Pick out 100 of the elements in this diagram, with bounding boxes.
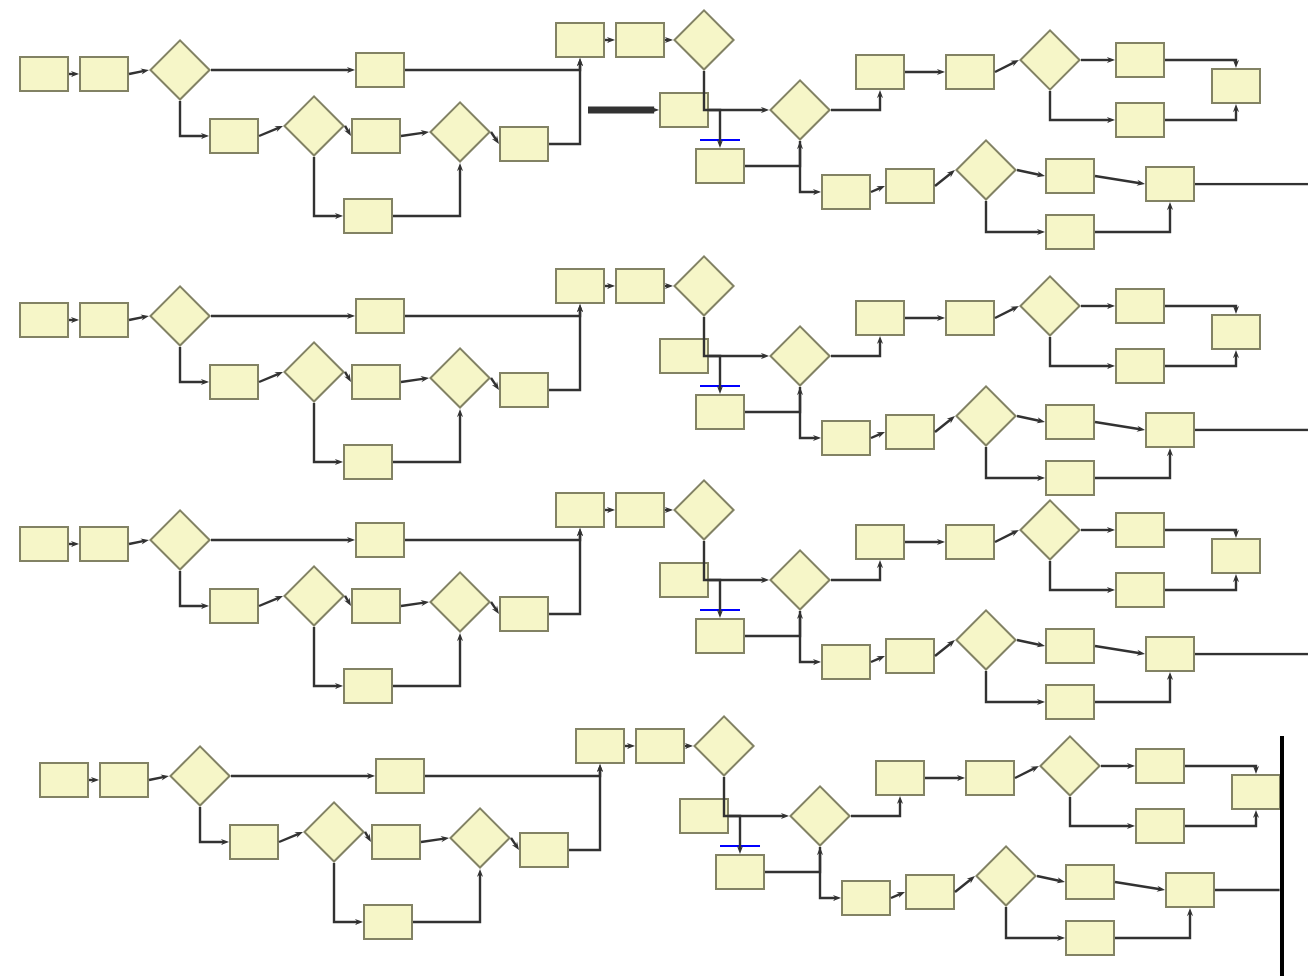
connector xyxy=(934,416,955,433)
process-box xyxy=(343,444,393,480)
process-box xyxy=(885,414,935,450)
process-box xyxy=(659,92,709,128)
process-box xyxy=(1115,288,1165,324)
decision-diamond xyxy=(449,807,511,869)
decision-diamond xyxy=(673,479,735,541)
decision-diamond xyxy=(429,571,491,633)
process-box xyxy=(79,526,129,562)
connector xyxy=(490,131,499,144)
process-box xyxy=(715,854,765,890)
process-box xyxy=(1045,684,1095,720)
connector xyxy=(1195,182,1308,186)
process-box xyxy=(375,758,425,794)
decision-diamond xyxy=(429,347,491,409)
process-box xyxy=(1115,572,1165,608)
decision-diamond xyxy=(769,79,831,141)
process-box xyxy=(1135,808,1185,844)
process-box xyxy=(499,372,549,408)
process-box xyxy=(355,52,405,88)
process-box xyxy=(1211,538,1261,574)
process-box xyxy=(885,168,935,204)
process-box xyxy=(695,148,745,184)
decision-diamond xyxy=(303,801,365,863)
process-box xyxy=(371,824,421,860)
process-box xyxy=(855,524,905,560)
decision-diamond xyxy=(673,255,735,317)
process-box xyxy=(19,302,69,338)
process-box xyxy=(575,728,625,764)
decision-diamond xyxy=(955,609,1017,671)
process-box xyxy=(1115,42,1165,78)
decision-diamond xyxy=(1039,735,1101,797)
process-box xyxy=(1231,774,1281,810)
process-box xyxy=(355,522,405,558)
process-box xyxy=(875,760,925,796)
connector xyxy=(1195,652,1308,656)
process-box xyxy=(945,524,995,560)
decision-diamond xyxy=(429,101,491,163)
process-box xyxy=(855,300,905,336)
process-box xyxy=(555,268,605,304)
process-box xyxy=(555,492,605,528)
process-box xyxy=(659,562,709,598)
process-box xyxy=(79,56,129,92)
process-box xyxy=(615,268,665,304)
process-box xyxy=(855,54,905,90)
process-box xyxy=(209,364,259,400)
process-box xyxy=(1165,872,1215,908)
process-box xyxy=(229,824,279,860)
process-box xyxy=(1045,404,1095,440)
process-box xyxy=(821,644,871,680)
decision-diamond xyxy=(149,509,211,571)
process-box xyxy=(351,364,401,400)
process-box xyxy=(821,174,871,210)
process-box xyxy=(1211,314,1261,350)
process-box xyxy=(885,638,935,674)
process-box xyxy=(1045,628,1095,664)
process-box xyxy=(499,126,549,162)
connector xyxy=(490,377,499,390)
process-box xyxy=(209,118,259,154)
decision-diamond xyxy=(283,565,345,627)
decision-diamond xyxy=(149,285,211,347)
process-box xyxy=(1045,158,1095,194)
decision-diamond xyxy=(1019,275,1081,337)
process-box xyxy=(1145,166,1195,202)
decision-diamond xyxy=(769,549,831,611)
process-box xyxy=(1145,636,1195,672)
process-box xyxy=(945,300,995,336)
process-box xyxy=(351,588,401,624)
connector xyxy=(490,601,499,614)
process-box xyxy=(965,760,1015,796)
process-box xyxy=(821,420,871,456)
process-box xyxy=(1045,460,1095,496)
decision-diamond xyxy=(955,385,1017,447)
process-box xyxy=(615,492,665,528)
process-box xyxy=(615,22,665,58)
process-box xyxy=(905,874,955,910)
decision-diamond xyxy=(1019,29,1081,91)
process-box xyxy=(945,54,995,90)
connector xyxy=(934,170,955,187)
decision-diamond xyxy=(693,715,755,777)
process-box xyxy=(343,198,393,234)
process-box xyxy=(1065,864,1115,900)
decision-diamond xyxy=(283,341,345,403)
process-box xyxy=(355,298,405,334)
process-box xyxy=(1115,512,1165,548)
process-box xyxy=(1115,348,1165,384)
process-box xyxy=(1065,920,1115,956)
decision-diamond xyxy=(169,745,231,807)
connector xyxy=(1215,888,1280,892)
process-box xyxy=(1211,68,1261,104)
process-box xyxy=(555,22,605,58)
connector xyxy=(934,640,955,657)
connector xyxy=(510,837,519,850)
process-box xyxy=(79,302,129,338)
process-box xyxy=(519,832,569,868)
process-box xyxy=(209,588,259,624)
process-box xyxy=(679,798,729,834)
process-box xyxy=(1045,214,1095,250)
process-box xyxy=(363,904,413,940)
process-box xyxy=(841,880,891,916)
